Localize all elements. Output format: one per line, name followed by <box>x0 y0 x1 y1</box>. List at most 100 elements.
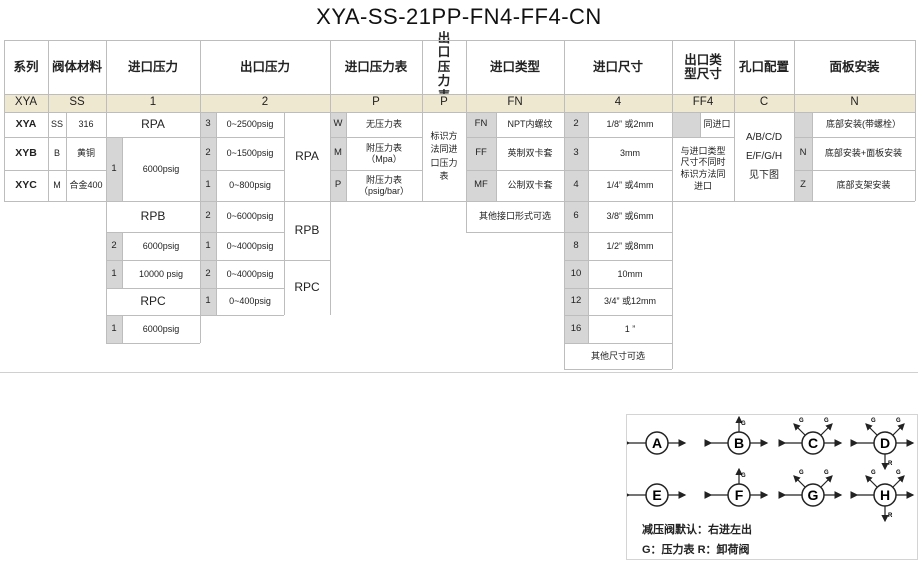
code-cell: 4 <box>564 94 672 112</box>
outlet-value: 0~2500psig <box>226 119 274 130</box>
outlet-type-code <box>672 112 700 137</box>
gauge-code: P <box>330 170 346 201</box>
size-desc: 3/8” 或6mm <box>606 211 654 222</box>
inlet-group-name: RPC <box>140 293 166 308</box>
outlet-gauge-note: 标识方法同进口压力表 <box>430 131 458 181</box>
port-letter: B <box>734 435 744 451</box>
port-circle <box>801 431 825 455</box>
page-title: XYA-SS-21PP-FN4-FF4-CN <box>316 4 602 29</box>
header-panel_mount: 面板安装 <box>829 59 880 74</box>
outlet-value: 0~4000psig <box>226 268 274 279</box>
outlet-code: 2 <box>200 260 216 288</box>
divider <box>0 372 918 373</box>
size-code: 10 <box>564 260 588 288</box>
inlet-type-desc: 英制双卡套 <box>507 148 553 159</box>
header-outlet_gauge: 出口压力表 <box>437 31 451 103</box>
panel-desc: 底部支架安装 <box>836 180 891 191</box>
port-tag: G <box>741 421 746 427</box>
inlet-code: 1 <box>106 315 122 343</box>
outlet-code: 1 <box>200 288 216 315</box>
outlet-code: 3 <box>200 112 216 137</box>
outlet-value: 0~4000psig <box>226 240 274 251</box>
gauge-desc: 附压力表（psig/bar） <box>359 175 410 196</box>
outlet-value: 0~1500psig <box>226 148 274 159</box>
port-arrow <box>820 423 833 436</box>
header-outlet_type: 出口类型尺寸 <box>684 52 722 81</box>
size-code: 3 <box>564 137 588 170</box>
inlet-type-code: MF <box>466 170 496 201</box>
size-code: 8 <box>564 232 588 260</box>
gauge-code: M <box>330 137 346 170</box>
outlet-value: 0~6000psig <box>226 211 274 222</box>
inlet-type-code: FN <box>466 112 496 137</box>
series-code: XYB <box>15 147 37 160</box>
port-arrow <box>820 475 833 488</box>
panel-code <box>794 112 812 137</box>
outlet-group-name: RPB <box>294 222 320 237</box>
inlet-type-code: FF <box>466 137 496 170</box>
port-arrow <box>892 475 905 488</box>
outlet-code: 1 <box>200 170 216 201</box>
code-cell: P <box>330 94 422 112</box>
size-desc: 10mm <box>617 268 643 279</box>
header-port_config: 孔口配置 <box>738 59 789 74</box>
outlet-code: 2 <box>200 201 216 232</box>
port-letter: C <box>808 435 818 451</box>
code-cell: FF4 <box>672 94 734 112</box>
port-letter: H <box>880 487 890 503</box>
size-other: 其他尺寸可选 <box>590 350 645 361</box>
header-inlet_pressure: 进口压力 <box>127 59 178 74</box>
material-name: 316 <box>78 119 94 130</box>
port-tag: R <box>888 461 893 467</box>
inlet-code: 1 <box>106 137 122 201</box>
header-outlet_pressure: 出口压力 <box>239 59 290 74</box>
code-cell: 2 <box>200 94 330 112</box>
header-inlet_gauge: 进口压力表 <box>344 59 408 74</box>
panel-code: Z <box>794 170 812 201</box>
port-arrow <box>865 475 878 488</box>
port-letter: F <box>735 487 744 503</box>
code-cell: 1 <box>106 94 200 112</box>
material-code: B <box>53 148 60 159</box>
inlet-group-name: RPA <box>141 116 165 131</box>
material-name: 黄铜 <box>76 148 95 159</box>
outlet-code: 1 <box>200 232 216 260</box>
size-desc: 1 ” <box>624 323 636 334</box>
header-inlet_type: 进口类型 <box>489 59 540 74</box>
series-code: XYA <box>15 118 37 131</box>
size-desc: 1/8” 或2mm <box>606 119 654 130</box>
port-letter: A <box>652 435 662 451</box>
inlet-value: 10000 psig <box>138 268 184 279</box>
port-circle <box>645 431 669 455</box>
gauge-desc: 附压力表（Mpa） <box>365 143 402 164</box>
size-code: 2 <box>564 112 588 137</box>
outlet-group-name: RPA <box>295 148 319 163</box>
code-cell: P <box>422 94 466 112</box>
inlet-type-desc: NPT内螺纹 <box>507 119 553 130</box>
port-tag: G <box>824 418 829 424</box>
panel-desc: 底部安装(带螺栓） <box>826 119 901 130</box>
port-tag: G <box>896 418 901 424</box>
port-config-text: 见下图 <box>749 170 779 181</box>
inlet-value: 6000psig <box>142 323 180 334</box>
material-code: SS <box>50 119 63 130</box>
inlet-type-desc: 公制双卡套 <box>507 180 553 191</box>
port-tag: G <box>824 470 829 476</box>
code-cell: N <box>794 94 915 112</box>
gauge-code: W <box>330 112 346 137</box>
gauge-desc: 无压力表 <box>365 119 402 130</box>
inlet-type-other: 其他接口形式可选 <box>478 211 551 222</box>
port-tag: G <box>799 418 804 424</box>
port-arrow <box>865 423 878 436</box>
panel-code: N <box>794 137 812 170</box>
series-code: XYC <box>15 179 37 192</box>
size-code: 6 <box>564 201 588 232</box>
legend-note-flow: 减压阀默认：右进左出 <box>642 524 752 536</box>
size-desc: 1/4” 或4mm <box>606 180 654 191</box>
header-series: 系列 <box>13 59 39 74</box>
port-tag: G <box>871 470 876 476</box>
inlet-value: 6000psig <box>142 163 180 174</box>
